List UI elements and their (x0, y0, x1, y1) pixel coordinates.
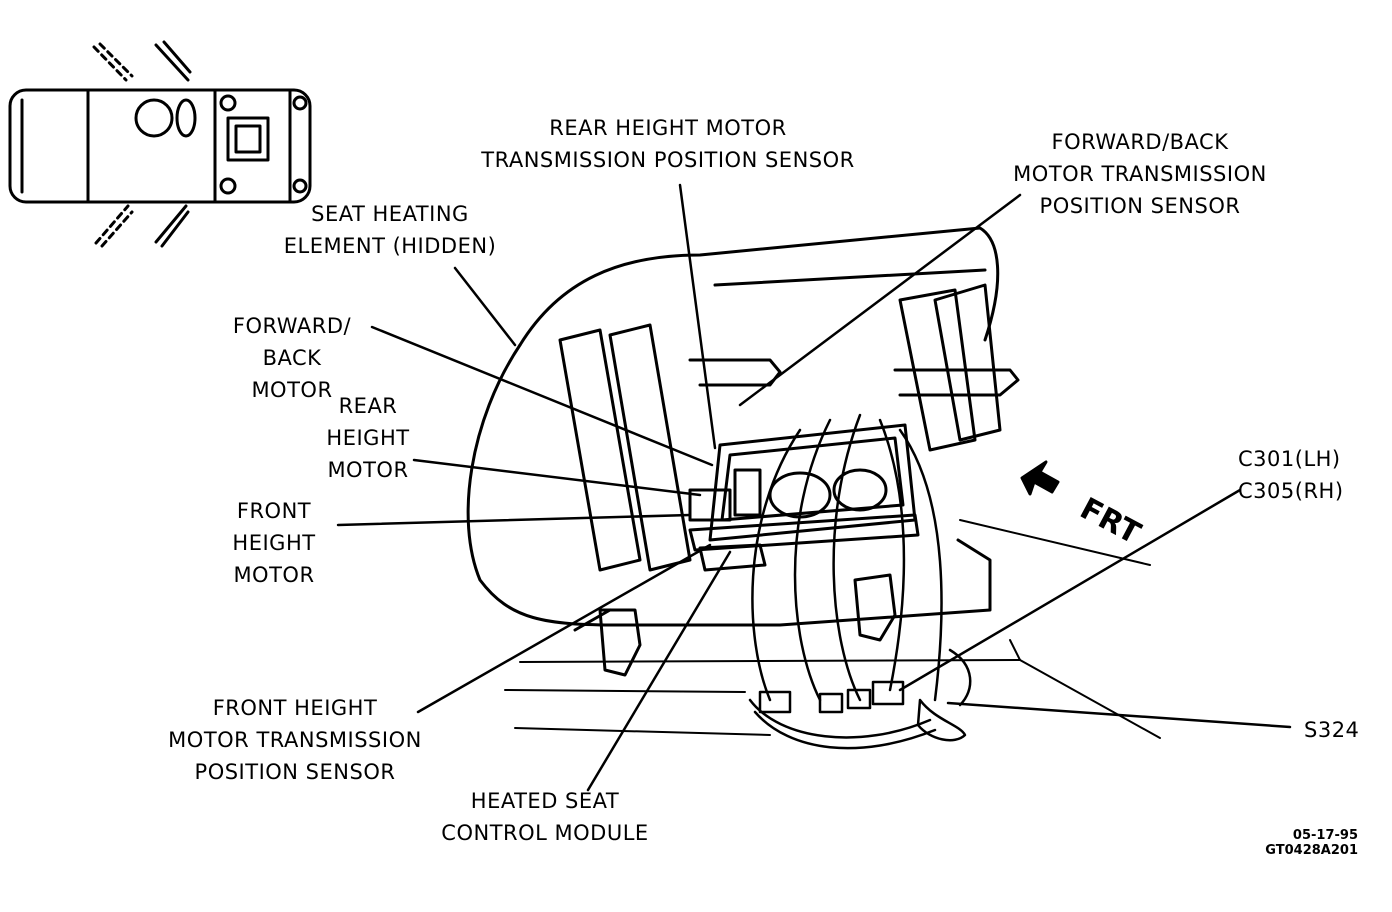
figure-id: GT0428A201 (1265, 843, 1358, 858)
frt-label: FRT (1074, 491, 1146, 552)
figure-date: 05-17-95 (1292, 828, 1358, 843)
label-connector-c301-c305: C301(LH)C305(RH) (1238, 447, 1344, 503)
seat-cushion-outline (466, 226, 1000, 627)
figure-code: 05-17-95 GT0428A201 (1240, 828, 1358, 858)
leader-lines (336, 183, 1292, 792)
wiring-harness (748, 413, 972, 750)
motor-assembly (688, 423, 920, 572)
floor-lines (504, 519, 1161, 739)
frt-arrow-icon (1020, 460, 1060, 496)
label-splice-s324: S324 (1304, 718, 1360, 742)
seat-track-rails (558, 283, 1020, 677)
vehicle-locator-icon (8, 40, 312, 248)
